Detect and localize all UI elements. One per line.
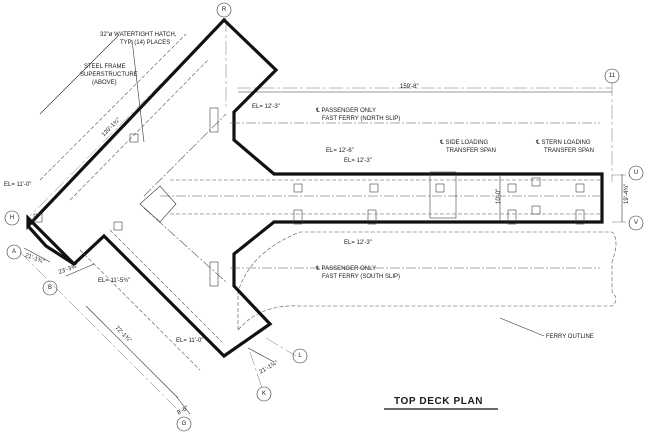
elevation-left: EL= 11'-0": [4, 182, 31, 188]
grid-label-h: H: [10, 215, 14, 221]
grid-bubble-g: G: [176, 416, 192, 432]
grid-bubble-11: 11: [604, 68, 620, 84]
grid-label-k: K: [262, 391, 266, 397]
drawing-title: TOP DECK PLAN: [384, 396, 498, 410]
grid-label-11: 11: [609, 73, 616, 79]
grid-bubble-l: L: [292, 348, 308, 364]
grid-label-u: U: [634, 170, 638, 176]
note-side-line2: TRANSFER SPAN: [446, 148, 496, 154]
dimension-top-long: 159'-8": [400, 84, 419, 90]
grid-label-a: A: [12, 249, 16, 255]
note-south-line1: ℄ PASSENGER ONLY: [315, 266, 376, 272]
elevation-south-arm: EL= 11'-5¾": [98, 278, 130, 284]
grid-label-b: B: [48, 285, 52, 291]
grid-bubble-b: B: [42, 280, 58, 296]
note-side-line1: ℄ SIDE LOADING: [439, 140, 489, 146]
grid-bubble-k: K: [256, 386, 272, 402]
note-stern-line2: TRANSFER SPAN: [544, 148, 594, 154]
dimension-inner-width: 10'-0": [496, 189, 502, 204]
ferry-outline-shape: [237, 231, 617, 331]
grid-label-l: L: [298, 353, 302, 359]
dimension-upper-arm: 120'-1¾": [101, 117, 122, 138]
note-steel-line1: STEEL FRAME: [84, 64, 125, 70]
grid-bubble-a: A: [6, 244, 22, 260]
dimension-lower-short: 21'-1¾": [259, 360, 280, 375]
deck-outline: [26, 17, 604, 359]
note-north-line2: FAST FERRY (NORTH SLIP): [322, 116, 400, 122]
dimension-left-a: 21'-1¾": [24, 253, 45, 266]
note-north-line1: ℄ PASSENGER ONLY: [315, 108, 376, 114]
grid-bubble-v: V: [628, 215, 644, 231]
grid-bubble-r: R: [216, 2, 232, 18]
note-south-line2: FAST FERRY (SOUTH SLIP): [322, 274, 400, 280]
grid-label-g: G: [182, 421, 187, 427]
elevation-bottom: EL= 11'-0": [176, 338, 203, 344]
note-steel-line2: SUPERSTRUCTURE: [80, 72, 138, 78]
note-steel-line3: (ABOVE): [92, 80, 117, 86]
deck-internal-details: [33, 33, 602, 371]
note-hatch-line2: TYP. (14) PLACES: [120, 40, 170, 46]
dimension-right-width: 19'-4¾": [624, 184, 630, 204]
elevation-north: EL= 12'-3": [252, 104, 280, 110]
grid-label-r: R: [222, 7, 227, 13]
note-hatch-line1: 32"ø WATERTIGHT HATCH,: [100, 32, 177, 38]
elevation-mid-2: EL= 12'-3": [344, 158, 372, 164]
dimension-bottom-small: 8'-6": [176, 405, 189, 416]
grid-label-v: V: [634, 220, 638, 226]
note-ferry-outline: FERRY OUTLINE: [546, 334, 594, 340]
grid-bubble-u: U: [628, 165, 644, 181]
drawing-title-text: TOP DECK PLAN: [394, 396, 483, 407]
dimension-left-b: 23'-3¾": [58, 263, 79, 276]
elevation-mid-1: EL= 12'-6": [326, 148, 354, 154]
dimension-lower-long: 72'-1¾": [114, 325, 133, 344]
grid-bubble-h: H: [4, 210, 20, 226]
note-stern-line1: ℄ STERN LOADING: [535, 140, 591, 146]
elevation-lower: EL= 12'-3": [344, 240, 372, 246]
dimension-lines: [23, 35, 623, 415]
